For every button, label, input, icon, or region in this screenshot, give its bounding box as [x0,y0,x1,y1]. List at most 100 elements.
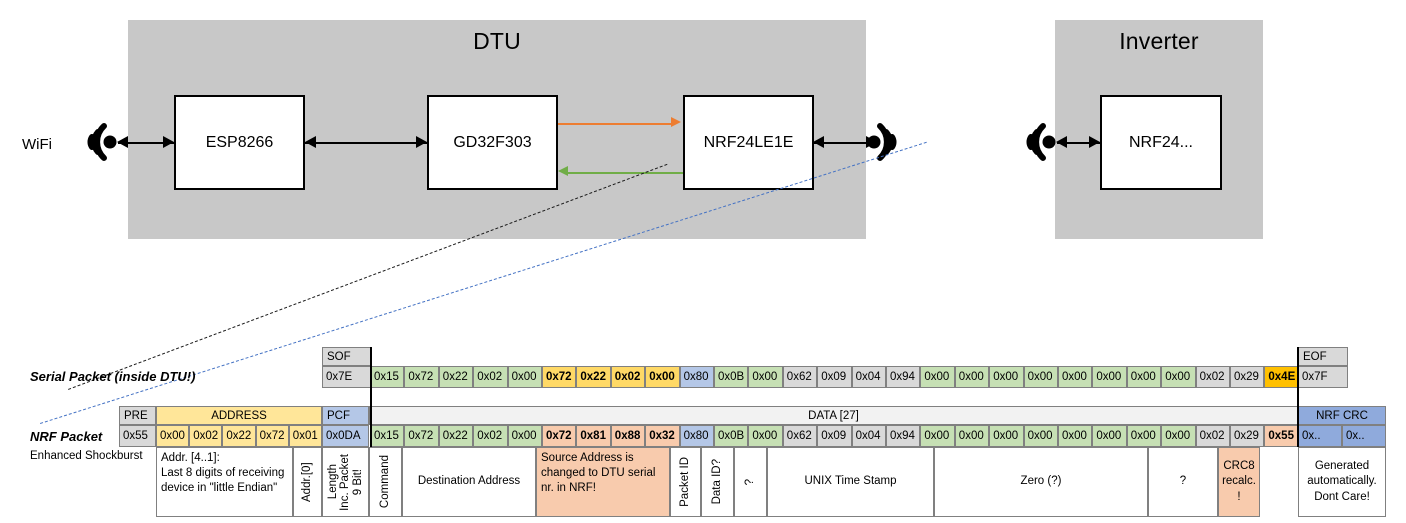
nrf-byte-20: 0x00 [1058,425,1093,447]
nrf-address-byte-3: 0x72 [255,425,289,447]
nrf-byte-1: 0x72 [404,425,439,447]
nrf-pre-value: 0x55 [119,425,156,447]
desc-pcf-inc: Inc. Packet [339,453,352,511]
serial-byte-23: 0x00 [1161,366,1196,388]
desc-addr0: Addr.[0] [293,447,322,517]
wifi-esp-arrow-left [117,136,128,148]
serial-byte-18: 0x00 [989,366,1024,388]
gd32-to-nrf-tx-link [558,123,671,125]
chip-nrf24le1e: NRF24LE1E [683,95,814,190]
nrf-byte-14: 0x04 [851,425,886,447]
desc-source-text: Source Address is changed to DTU serial … [541,452,656,495]
serial-byte-8: 0x00 [645,366,680,388]
nrf-address-byte-0: 0x00 [156,425,190,447]
eof-connector-line [1297,347,1299,447]
radio-antenna-icon-dtu [866,116,918,168]
nrf-to-gd32-rx-arrow [558,166,568,176]
desc-unknown-2-text: ? [1179,475,1187,488]
desc-pcf: 9 Bit! Inc. Packet Length [322,447,369,517]
nrf-byte-9: 0x80 [679,425,714,447]
serial-byte-4: 0x00 [507,366,542,388]
nrf-byte-4: 0x00 [507,425,542,447]
nrf-pre-header: PRE [119,406,156,425]
nrf-data-header: DATA [27] [369,406,1298,425]
desc-crc8-text: CRC8 recalc. ! [1222,460,1256,503]
desc-source-address: Source Address is changed to DTU serial … [536,447,670,517]
nrf-byte-23: 0x00 [1161,425,1196,447]
serial-byte-0: 0x15 [370,366,405,388]
nrf-byte-21: 0x00 [1092,425,1127,447]
desc-data-id: Data ID? [701,447,734,517]
serial-byte-12: 0x62 [782,366,818,388]
serial-byte-2: 0x22 [438,366,474,388]
desc-destination-address: Destination Address [402,447,536,517]
nrf-address-header: ADDRESS [156,406,322,425]
nrf-to-gd32-rx-link [568,172,683,174]
desc-nrf-crc-note: Generated automatically. Dont Care! [1298,447,1386,517]
serial-byte-11: 0x00 [748,366,783,388]
nrf-byte-24: 0x02 [1195,425,1230,447]
nrf-byte-2: 0x22 [438,425,474,447]
serial-byte-14: 0x04 [851,366,886,388]
desc-unknown-1-text: ? [743,478,756,486]
nrf-byte-16: 0x00 [920,425,955,447]
serial-byte-15: 0x94 [886,366,921,388]
serial-byte-3: 0x02 [473,366,508,388]
nrf-byte-26: 0x55 [1264,425,1299,447]
wifi-esp-arrow-right [163,136,174,148]
desc-packet-id-text: Packet ID [678,457,691,507]
nrf-byte-13: 0x09 [817,425,852,447]
wifi-esp-link [118,142,174,144]
chip-gd32f303: GD32F303 [427,95,558,190]
desc-unix-time-stamp-text: UNIX Time Stamp [804,475,897,488]
desc-pcf-len: Length [326,464,339,500]
serial-eof-header: EOF [1298,347,1348,366]
nrf-byte-6: 0x81 [576,425,611,447]
desc-data-id-text: Data ID? [710,459,723,505]
serial-byte-10: 0x0B [714,366,749,388]
sof-connector-line [370,347,372,447]
chip-nrf24-inverter: NRF24... [1100,95,1222,190]
desc-pcf-stack: 9 Bit! Inc. Packet Length [327,448,365,516]
nrf-byte-7: 0x88 [610,425,646,447]
nrf-address-byte-4: 0x01 [288,425,322,447]
desc-command: Command [369,447,402,517]
desc-zero-text: Zero (?) [1020,475,1062,488]
inverter-antenna-link [1057,142,1100,144]
esp-gd32-arrow-left [305,136,316,148]
nrf-byte-11: 0x00 [748,425,783,447]
desc-unknown-1: ? [734,447,767,517]
desc-destination-text: Destination Address [417,475,521,488]
inverter-antenna-arrow-right [1089,136,1100,148]
nrf-pcf-value: 0x0DA [322,425,369,447]
serial-byte-19: 0x00 [1023,366,1058,388]
nrf-byte-10: 0x0B [714,425,749,447]
serial-byte-26: 0x4E [1264,366,1299,388]
desc-zero: Zero (?) [934,447,1148,517]
desc-nrf-crc-note-text: Generated automatically. Dont Care! [1307,460,1377,503]
nrf-byte-12: 0x62 [782,425,818,447]
serial-byte-9: 0x80 [679,366,714,388]
serial-byte-5: 0x72 [542,366,577,388]
serial-byte-20: 0x00 [1058,366,1093,388]
nrf-byte-19: 0x00 [1023,425,1058,447]
nrf-byte-22: 0x00 [1126,425,1162,447]
nrf-antenna-link [814,142,876,144]
wifi-label: WiFi [22,136,52,153]
nrf-byte-0: 0x15 [370,425,405,447]
desc-pcf-9bit: 9 Bit! [351,468,364,496]
desc-packet-id: Packet ID [670,447,701,517]
serial-byte-24: 0x02 [1195,366,1230,388]
nrf-byte-18: 0x00 [989,425,1024,447]
serial-sof-header: SOF [322,347,372,366]
nrf-address-byte-2: 0x22 [222,425,256,447]
chip-esp8266: ESP8266 [174,95,305,190]
nrf-antenna-arrow-left [813,136,824,148]
block-diagram: DTU Inverter ESP8266 GD32F303 NRF24LE1E … [22,20,1263,424]
serial-byte-17: 0x00 [954,366,990,388]
nrf-byte-8: 0x32 [645,425,680,447]
serial-byte-13: 0x09 [817,366,852,388]
nrf-crc-header: NRF CRC [1298,406,1386,425]
serial-eof-value: 0x7F [1298,366,1348,388]
